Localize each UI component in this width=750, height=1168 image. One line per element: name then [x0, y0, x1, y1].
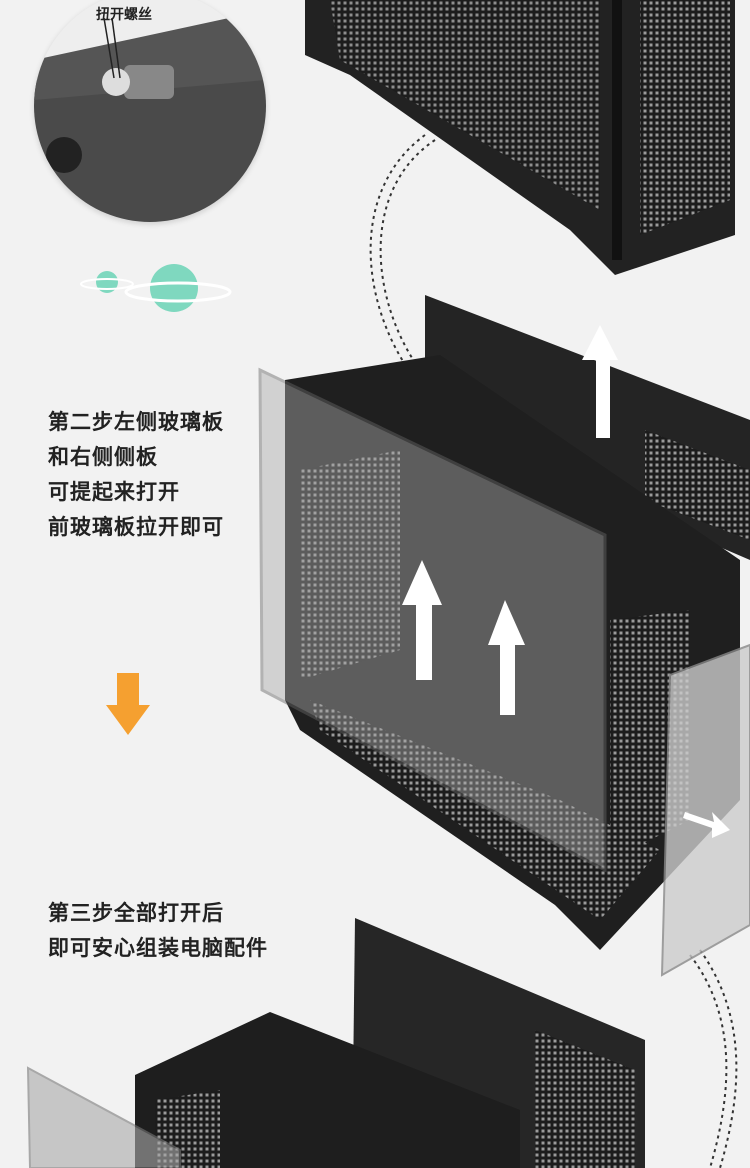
step3-line: 即可安心组装电脑配件: [48, 936, 268, 960]
case-bottom-image: [26, 918, 645, 1168]
planet-decoration: [80, 264, 232, 312]
step2-line: 前玻璃板拉开即可: [48, 515, 224, 539]
screw-detail-image: [34, 10, 266, 222]
down-arrow-icon: [106, 673, 150, 735]
dotted-arc: [689, 954, 728, 1168]
step2-instructions: 第二步左侧玻璃板 和右侧侧板 可提起来打开 前玻璃板拉开即可: [48, 405, 224, 545]
dotted-arc: [369, 134, 426, 373]
step3-line: 第三步全部打开后: [48, 901, 224, 925]
callout-label: 扭开螺丝: [96, 7, 152, 23]
dotted-arc: [699, 949, 738, 1168]
screw-detail-callout: 扭开螺丝: [34, 0, 266, 222]
step3-instructions: 第三步全部打开后 即可安心组装电脑配件: [48, 896, 268, 966]
case-top-image: [305, 0, 735, 275]
step2-line: 和右侧侧板: [48, 445, 158, 469]
step2-line: 可提起来打开: [48, 480, 180, 504]
lift-arrow-icon: [402, 325, 730, 838]
step2-line: 第二步左侧玻璃板: [48, 410, 224, 434]
